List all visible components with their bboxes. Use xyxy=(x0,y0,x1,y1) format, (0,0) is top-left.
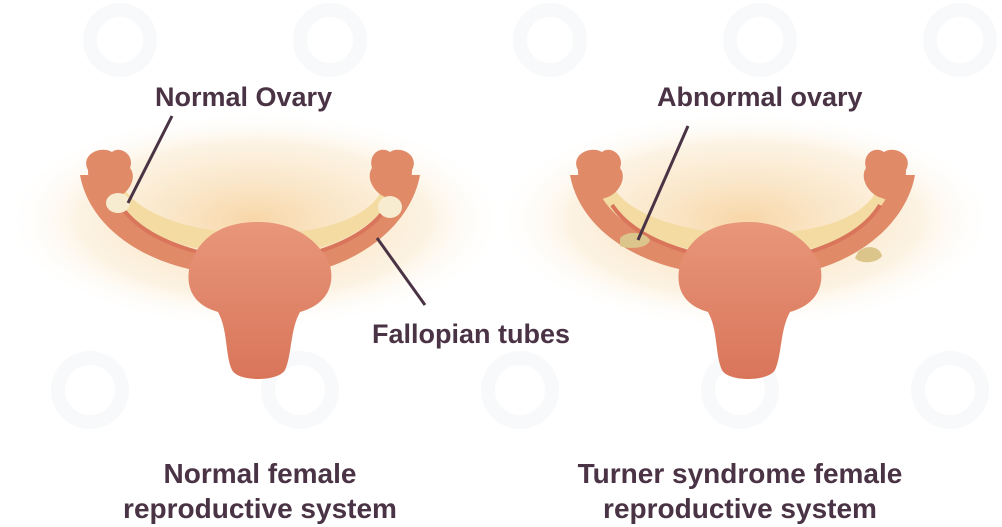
right-uterus xyxy=(678,222,821,379)
right-normal-ovary xyxy=(378,196,402,218)
normal-system-caption: Normal female reproductive system xyxy=(40,456,480,526)
normal-caption-line-1: Normal female xyxy=(40,456,480,491)
turner-caption-line-1: Turner syndrome female xyxy=(520,456,960,491)
turner-caption-line-2: reproductive system xyxy=(520,491,960,526)
turner-system-caption: Turner syndrome female reproductive syst… xyxy=(520,456,960,526)
left-normal-ovary xyxy=(106,193,130,213)
abnormal-ovary-label: Abnormal ovary xyxy=(657,84,863,111)
fallopian-tubes-label: Fallopian tubes xyxy=(372,321,570,348)
normal-caption-line-2: reproductive system xyxy=(40,491,480,526)
normal-ovary-label: Normal Ovary xyxy=(155,84,332,111)
